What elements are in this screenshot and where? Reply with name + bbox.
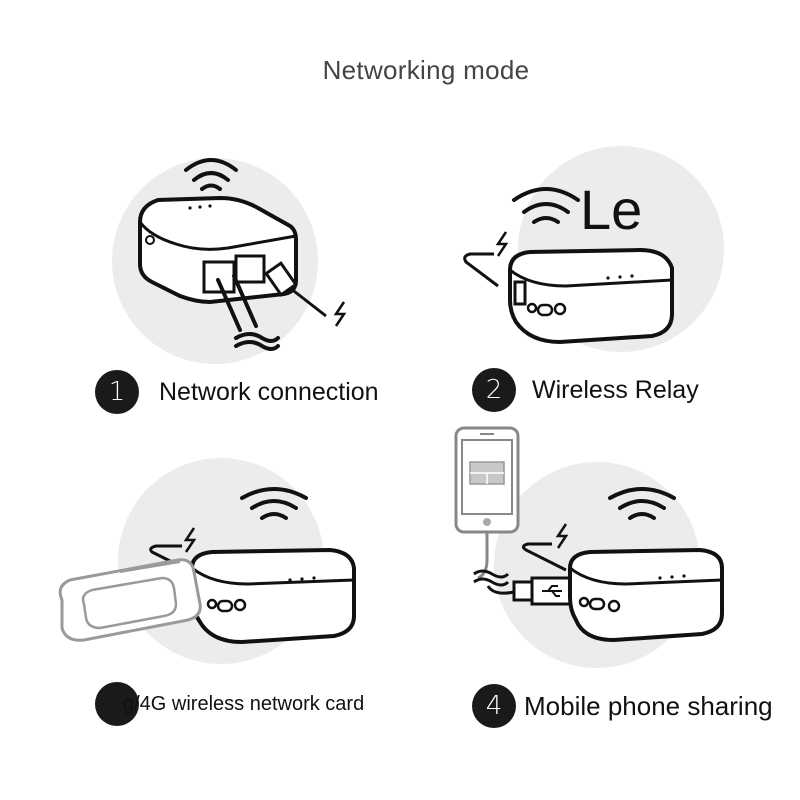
power-bolt-icon — [183, 527, 197, 553]
wifi-icon — [512, 187, 580, 224]
smartphone-icon — [454, 426, 520, 534]
wifi-icon — [608, 487, 676, 520]
mode-label: g/4G wireless network card — [123, 692, 365, 715]
mode-caption: 2 Wireless Relay — [472, 368, 699, 412]
power-bolt-icon — [555, 523, 569, 549]
usb-modem-icon — [58, 558, 202, 642]
mode-label: Wireless Relay — [532, 375, 699, 404]
page-title: Networking mode — [322, 55, 530, 85]
mode-number-badge: 2 — [472, 368, 516, 412]
wifi-icon — [240, 487, 308, 520]
usb-plug-icon — [512, 576, 572, 606]
ethernet-cable-icon — [216, 274, 280, 351]
wifi-icon — [184, 158, 238, 191]
power-bolt-icon — [495, 231, 509, 257]
mode-number-badge: 1 — [95, 370, 139, 414]
mode-caption: g/4G wireless network card — [95, 682, 364, 726]
mode-number-badge: 4 — [472, 684, 516, 728]
mode-label: Mobile phone sharing — [524, 690, 773, 721]
mode-caption: 1 Network connection — [95, 370, 379, 414]
overlay-text: Le — [580, 178, 643, 241]
mode-number-badge — [95, 682, 139, 726]
mode-caption: 4 Mobile phone sharing — [472, 684, 773, 728]
power-bolt-icon — [333, 301, 347, 327]
mode-label: Network connection — [159, 377, 379, 406]
